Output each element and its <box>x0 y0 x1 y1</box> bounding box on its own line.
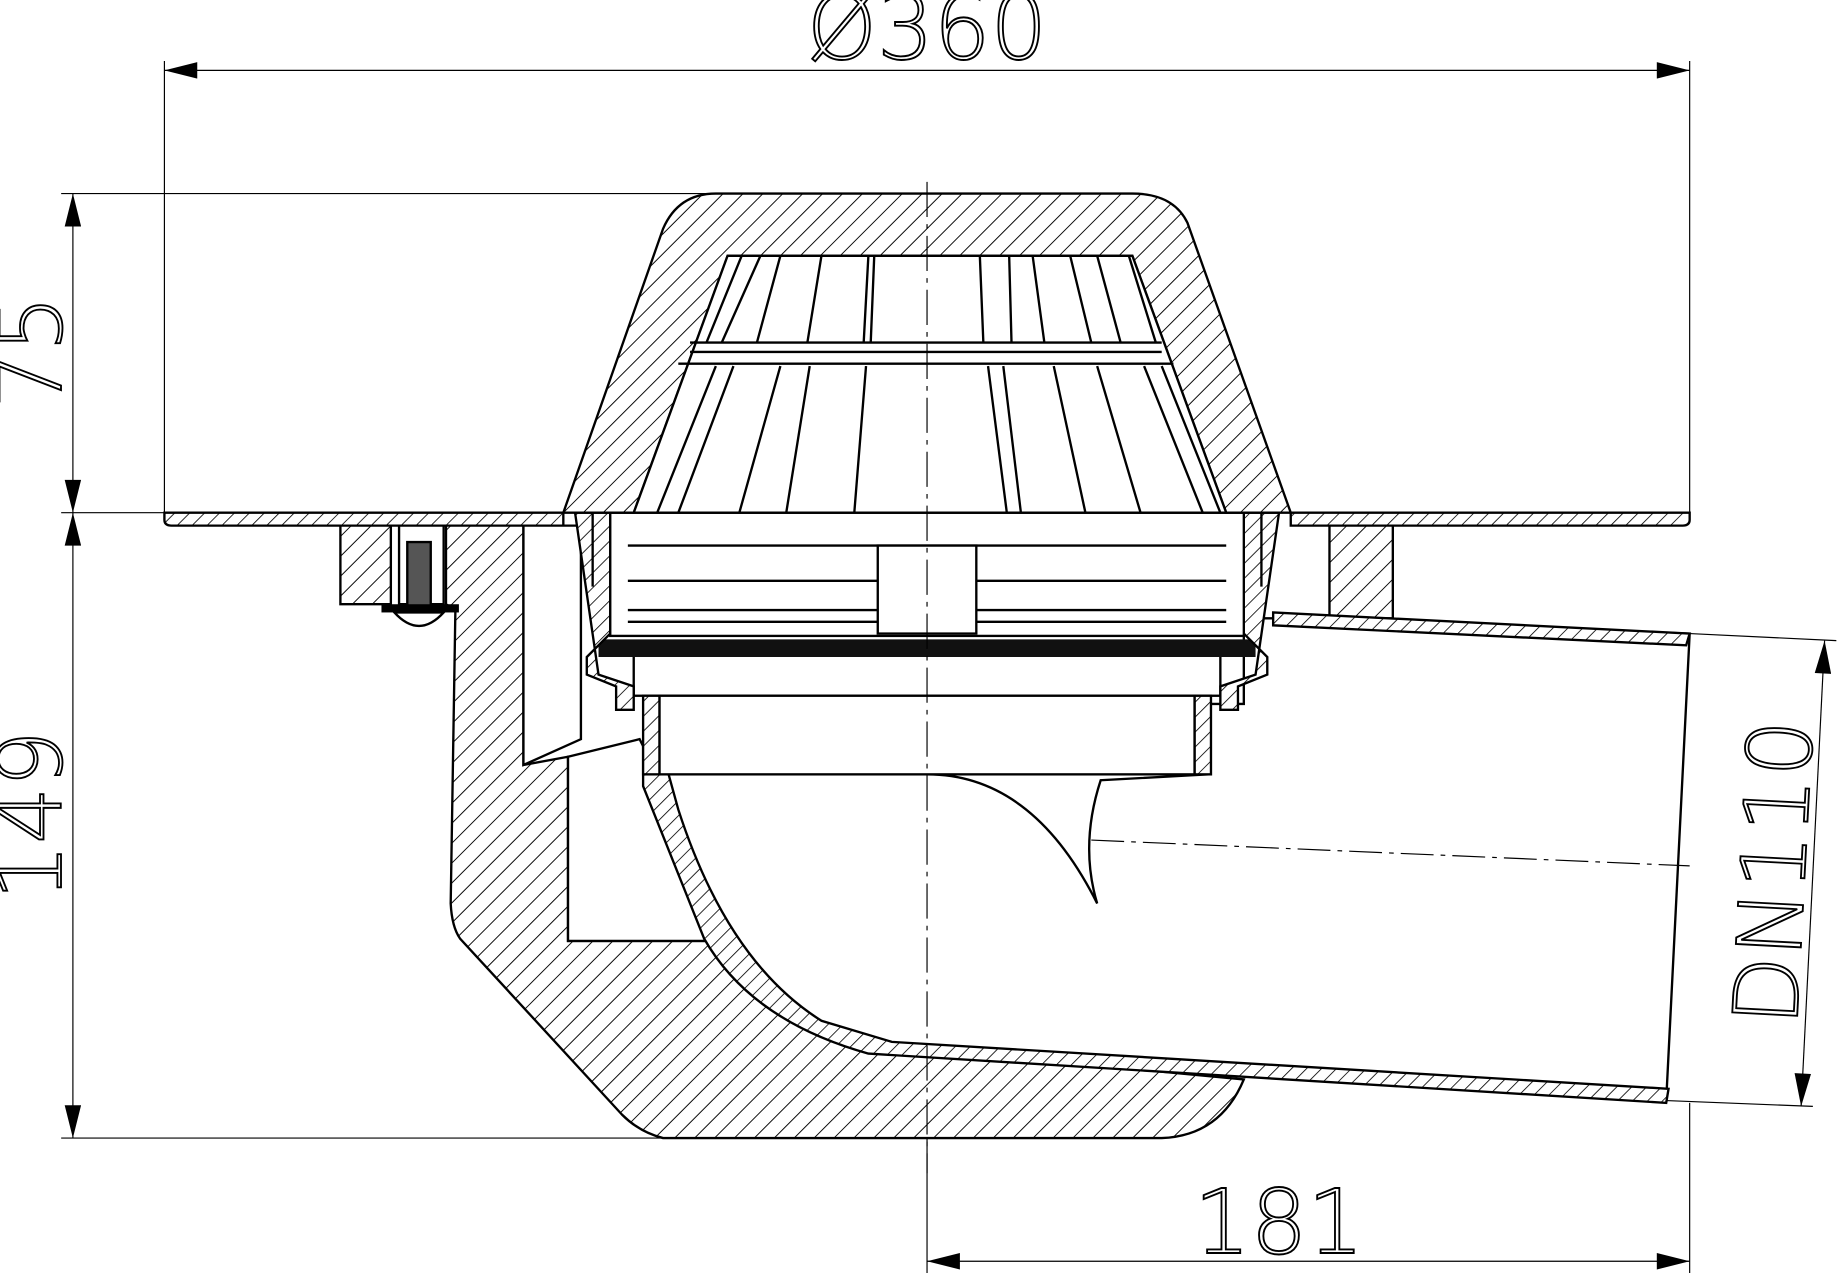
cap-height-label: 75 <box>0 295 83 408</box>
body-height-label: 149 <box>0 730 83 900</box>
dimension-cap-height: 75 <box>0 193 84 513</box>
drain-body <box>339 524 1395 1140</box>
dimension-outlet-offset: 181 <box>927 1170 1690 1273</box>
diameter-label: Ø360 <box>807 0 1047 81</box>
flange <box>163 511 1691 527</box>
outlet-size-label: DN110 <box>1715 717 1835 1028</box>
dimension-body-height: 149 <box>0 512 84 1139</box>
dimension-outlet-size: DN110 <box>1714 640 1836 1107</box>
dimension-diameter: Ø360 <box>164 0 1690 82</box>
grate-ribs <box>656 255 1222 514</box>
outlet-offset-label: 181 <box>1194 1171 1364 1273</box>
gravel-guard <box>561 192 1293 514</box>
